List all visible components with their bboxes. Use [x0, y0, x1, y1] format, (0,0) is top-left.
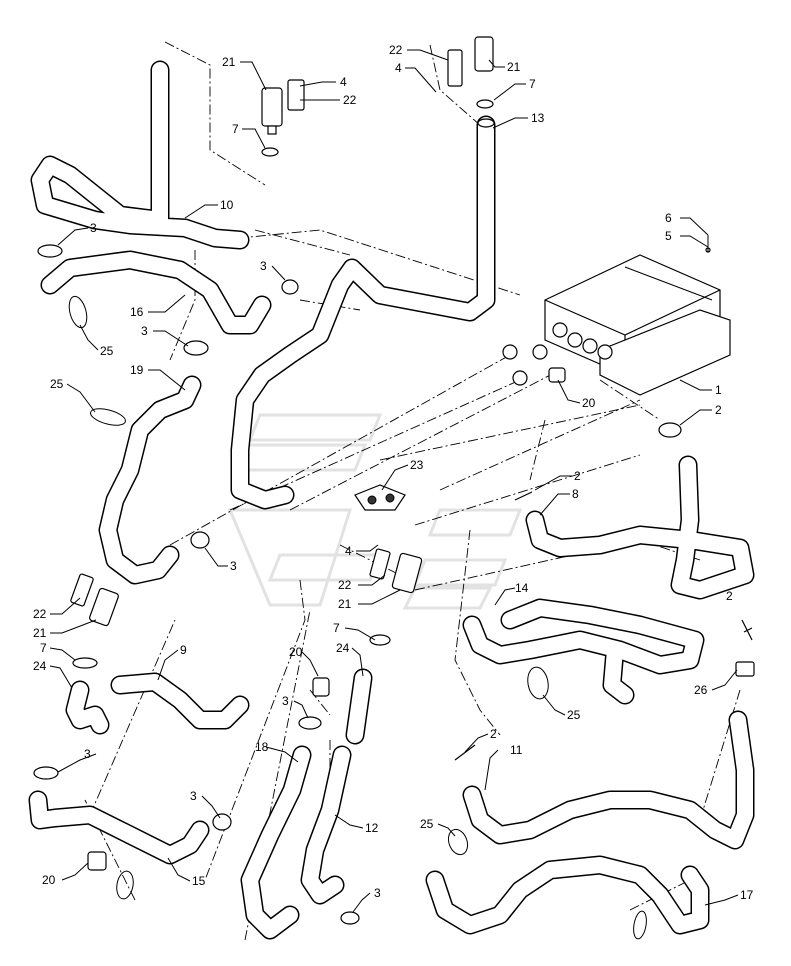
callout-4: 4 — [345, 544, 352, 558]
hose-9 — [110, 672, 250, 730]
callout-3: 3 — [84, 747, 91, 761]
callout-12: 12 — [365, 821, 379, 835]
callout-labels: 21 4 22 7 22 21 4 7 13 10 6 5 3 3 16 3 2… — [33, 43, 754, 902]
callout-15: 15 — [192, 874, 206, 888]
hose-24-mid — [345, 668, 373, 745]
callout-4: 4 — [395, 61, 402, 75]
callout-22: 22 — [338, 578, 352, 592]
callout-16: 16 — [130, 305, 144, 319]
callout-25: 25 — [567, 708, 581, 722]
callout-10: 10 — [220, 198, 234, 212]
callout-25: 25 — [50, 377, 64, 391]
callout-5: 5 — [665, 229, 672, 243]
callout-7: 7 — [40, 641, 47, 655]
callout-19: 19 — [130, 363, 144, 377]
callout-9: 9 — [180, 643, 187, 657]
callout-7: 7 — [529, 77, 536, 91]
hose-18 — [240, 745, 312, 940]
plug-group-upper-left — [261, 79, 305, 157]
callout-2: 2 — [715, 403, 722, 417]
callout-3: 3 — [374, 886, 381, 900]
callout-3: 3 — [90, 221, 97, 235]
hose-12 — [300, 745, 352, 905]
callout-22: 22 — [33, 607, 47, 621]
hose-16 — [40, 250, 272, 335]
callout-6: 6 — [665, 211, 672, 225]
callout-2: 2 — [490, 727, 497, 741]
callout-21: 21 — [222, 55, 236, 69]
clamps — [33, 244, 682, 925]
plug-group-upper-right — [447, 36, 495, 128]
control-box — [502, 235, 731, 396]
hose-11 — [462, 710, 755, 850]
hose-14 — [462, 598, 705, 705]
hose-24-left — [65, 680, 110, 735]
callout-21: 21 — [33, 626, 47, 640]
callout-4: 4 — [340, 75, 347, 89]
callout-3: 3 — [282, 694, 289, 708]
tie-straps — [68, 295, 647, 940]
callout-22: 22 — [389, 43, 403, 57]
callout-2: 2 — [574, 469, 581, 483]
plug-group-left — [70, 573, 119, 669]
callout-3: 3 — [190, 789, 197, 803]
callout-21: 21 — [338, 597, 352, 611]
callout-14: 14 — [515, 581, 529, 595]
callout-22: 22 — [343, 93, 357, 107]
callout-20: 20 — [289, 645, 303, 659]
callout-23: 23 — [410, 458, 424, 472]
plug-group-center — [369, 548, 423, 594]
callout-20: 20 — [582, 396, 596, 410]
connector-23 — [354, 484, 406, 511]
watermark-logo — [227, 413, 523, 610]
callout-3: 3 — [260, 259, 267, 273]
callout-7: 7 — [232, 122, 239, 136]
callout-24: 24 — [336, 641, 350, 655]
callout-8: 8 — [572, 487, 579, 501]
callout-25: 25 — [420, 817, 434, 831]
hose-13 — [230, 115, 496, 510]
callout-13: 13 — [531, 111, 545, 125]
sleeves-and-fittings — [87, 491, 755, 871]
callout-24: 24 — [33, 659, 47, 673]
hose-15 — [28, 790, 210, 865]
leader-lines — [49, 49, 739, 913]
callout-11: 11 — [510, 743, 523, 757]
callout-3: 3 — [141, 324, 148, 338]
hose-10 — [30, 60, 250, 250]
callout-25: 25 — [100, 344, 114, 358]
callout-1: 1 — [715, 383, 722, 397]
callout-3: 3 — [230, 559, 237, 573]
callout-20: 20 — [42, 873, 56, 887]
callout-7: 7 — [333, 621, 340, 635]
callout-17: 17 — [740, 888, 754, 902]
callout-21: 21 — [507, 60, 521, 74]
hose-8 — [525, 455, 755, 600]
callout-18: 18 — [255, 740, 269, 754]
callout-2: 2 — [726, 589, 733, 603]
callout-26: 26 — [694, 683, 708, 697]
hose-19 — [98, 375, 202, 585]
hose-17 — [425, 855, 710, 935]
